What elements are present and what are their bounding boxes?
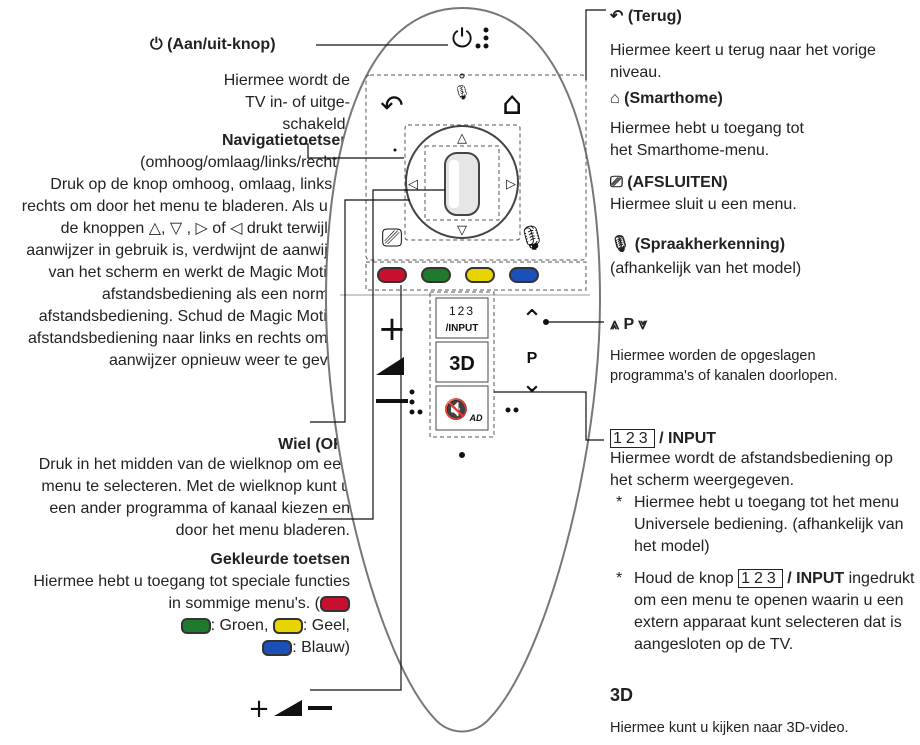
program-down-button[interactable]: ⌄	[521, 369, 543, 399]
green-button[interactable]	[421, 267, 451, 283]
power-icon: ⏻	[150, 36, 163, 53]
blue-swatch	[262, 639, 293, 656]
input-note-1: * Hiermee hebt u toegang tot het menu Un…	[616, 494, 904, 555]
chevron-down-icon: ⩔	[638, 316, 648, 333]
three-d-desc: Hiermee kunt u kijken naar 3D-video.	[610, 720, 849, 736]
nav-up-button[interactable]: △	[457, 131, 467, 146]
three-d-button[interactable]: 3D	[435, 341, 489, 383]
home-desc: Hiermee hebt u toegang tot het Smarthome…	[610, 120, 804, 159]
chevron-up-icon: ⩓	[610, 316, 620, 333]
wheel-title: Wiel (OK)	[278, 436, 350, 453]
volume-down-button[interactable]	[376, 399, 408, 403]
voice-desc: (afhankelijk van het model)	[610, 260, 802, 277]
input-desc: Hiermee wordt de afstandsbediening op he…	[610, 450, 893, 489]
input-digits-icon-inline: 123	[738, 569, 783, 588]
exit-button[interactable]: ⎚	[382, 223, 403, 253]
svg-text:⏻: ⏻	[452, 24, 473, 54]
green-swatch	[180, 617, 211, 634]
program-up-button[interactable]: ⌃	[521, 305, 543, 335]
nav-right-button[interactable]: ▷	[506, 177, 516, 192]
microphone-icon: 🎙	[610, 236, 631, 253]
volume-icon	[376, 357, 404, 375]
voice-button[interactable]: 🎙	[517, 224, 547, 252]
back-icon: ↶	[610, 8, 624, 25]
colored-desc: Hiermee hebt u toegang tot speciale func…	[33, 573, 350, 656]
exit-tv-icon: ⎚	[610, 174, 623, 191]
nav-left-button[interactable]: ◁	[408, 177, 418, 192]
svg-text:🔇: 🔇	[444, 397, 469, 421]
top-dashed-box	[365, 74, 587, 261]
power-button[interactable]: ⏻	[452, 24, 473, 54]
wheel-desc: Druk in het midden van de wielknop om ee…	[38, 456, 350, 539]
program-label: P	[527, 350, 538, 367]
input-digits-icon: 123	[610, 429, 655, 448]
input-note-2: * Houd de knop 123 / INPUT ingedrukt om …	[616, 569, 915, 653]
svg-text:123: 123	[449, 304, 475, 318]
mute-button[interactable]: 🔇 AD	[435, 385, 489, 431]
exit-title: ⎚ (AFSLUITEN)	[610, 174, 728, 191]
red-button[interactable]	[377, 267, 407, 283]
voice-title: 🎙 (Spraakherkenning)	[610, 236, 786, 253]
input-dashed-box	[429, 291, 495, 438]
yellow-button[interactable]	[465, 267, 495, 283]
red-swatch	[320, 595, 350, 612]
exit-desc: Hiermee sluit u een menu.	[610, 196, 797, 213]
svg-text:AD: AD	[469, 413, 483, 423]
mic-small-icon: 🎙	[453, 84, 471, 101]
home-button[interactable]: ⌂	[502, 84, 522, 122]
wheel-inner-dashed	[424, 145, 500, 221]
nav-down-button[interactable]: ▽	[457, 223, 467, 238]
nav-dashed-box	[404, 124, 521, 241]
yellow-swatch	[272, 617, 303, 634]
back-title: ↶ (Terug)	[610, 8, 682, 25]
home-title: ⌂ (Smarthome)	[610, 90, 723, 107]
nav-desc: Druk op de knop omhoog, omlaag, links of…	[21, 176, 350, 369]
three-d-title: 3D	[610, 685, 634, 705]
power-title: ⏻ (Aan/uit-knop)	[150, 36, 276, 53]
color-dashed-box	[365, 261, 587, 291]
volume-legend-icon: +	[248, 694, 332, 724]
svg-text:3D: 3D	[449, 353, 475, 375]
input-button[interactable]: 123 /INPUT	[435, 297, 489, 339]
power-desc: Hiermee wordt de TV in- of uitge-schakel…	[223, 72, 350, 133]
blue-button[interactable]	[509, 267, 539, 283]
nav-heading: Navigatietoetsen (omhoog/omlaag/links/re…	[140, 132, 350, 171]
svg-text:/INPUT: /INPUT	[446, 323, 479, 334]
back-button[interactable]: ↶	[380, 89, 403, 122]
volume-up-button[interactable]: +	[378, 309, 407, 349]
leader-lines	[300, 9, 606, 691]
colored-title: Gekleurde toetsen	[210, 551, 350, 568]
home-icon: ⌂	[610, 90, 620, 107]
back-desc: Hiermee keert u terug naar het vorige ni…	[610, 42, 876, 81]
input-title: 123 / INPUT	[610, 428, 716, 450]
wheel-ok-button[interactable]	[444, 152, 480, 216]
program-title: ⩓ P ⩔	[610, 316, 648, 333]
svg-text:+: +	[248, 694, 270, 724]
program-desc: Hiermee worden de opgeslagen programma's…	[610, 348, 838, 384]
